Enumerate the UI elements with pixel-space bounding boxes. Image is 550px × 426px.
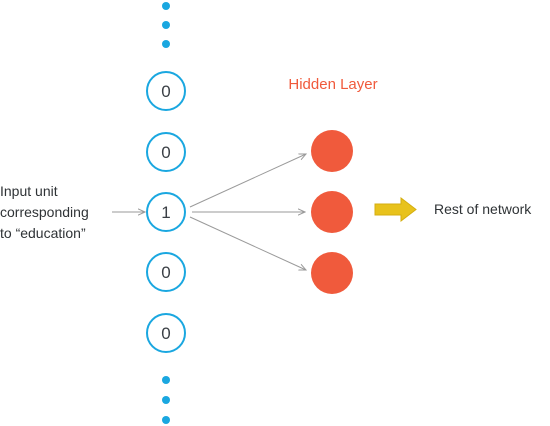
input-node: 0 [146, 132, 186, 172]
ellipsis-dot [162, 21, 170, 29]
rest-of-network-arrow-icon [374, 196, 417, 223]
connection-arrow [189, 154, 306, 208]
input-node-value: 0 [161, 263, 170, 282]
ellipsis-dot [162, 376, 170, 384]
rest-of-network-label: Rest of network [434, 201, 532, 217]
input-node-value: 0 [161, 324, 170, 343]
input-node-circle [146, 192, 186, 232]
input-node-circle [146, 313, 186, 353]
input-node: 0 [146, 71, 186, 111]
input-unit-label: Input unit corresponding to “education” [0, 183, 89, 241]
input-node: 0 [146, 252, 186, 292]
input-node-value: 1 [161, 203, 170, 222]
input-node-value: 0 [161, 143, 170, 162]
hidden-node [311, 191, 353, 233]
ellipsis-dot [162, 2, 170, 10]
input-node-circle [146, 252, 186, 292]
input-node-value: 0 [161, 82, 170, 101]
input-label-line: corresponding [0, 204, 89, 220]
hidden-node [311, 252, 353, 294]
input-node: 0 [146, 313, 186, 353]
bottom-ellipsis-dots [162, 376, 170, 424]
input-node-circle [146, 71, 186, 111]
ellipsis-dot [162, 396, 170, 404]
top-ellipsis-dots [162, 2, 170, 48]
connection-arrow [189, 216, 306, 270]
ellipsis-dot [162, 40, 170, 48]
hidden-layer-title: Hidden Layer [288, 76, 377, 93]
hidden-node [311, 130, 353, 172]
input-node-circle [146, 132, 186, 172]
input-label-line: Input unit [0, 183, 58, 199]
input-label-line: to “education” [0, 225, 86, 241]
ellipsis-dot [162, 416, 170, 424]
input-node-education: 1 [146, 192, 186, 232]
